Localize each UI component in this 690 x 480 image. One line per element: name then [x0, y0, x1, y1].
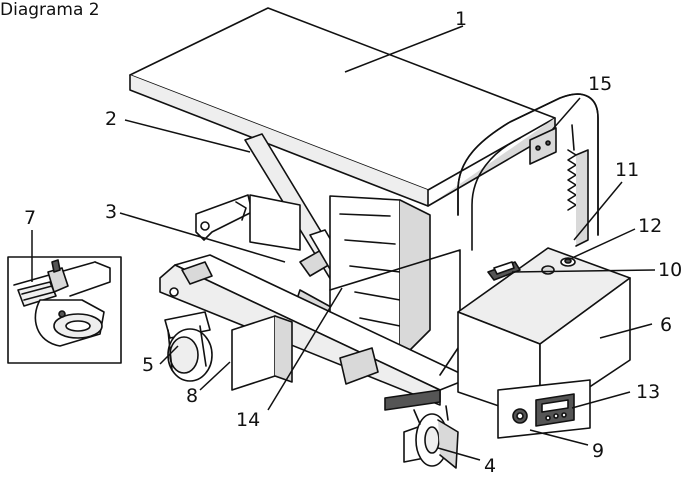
callout-7: 7 — [24, 207, 36, 229]
callout-14: 14 — [236, 409, 260, 431]
rear-bracket — [195, 194, 253, 241]
hydraulic-cylinder — [249, 194, 431, 361]
callout-15: 15 — [588, 73, 612, 95]
callout-10: 10 — [658, 259, 682, 281]
push-handle — [457, 93, 599, 251]
callout-4: 4 — [484, 455, 496, 475]
battery-box — [231, 315, 379, 391]
callout-9: 9 — [592, 440, 604, 462]
callout-2: 2 — [105, 108, 117, 130]
callout-1: 1 — [455, 8, 467, 30]
callout-13: 13 — [636, 381, 660, 403]
front-caster — [384, 389, 459, 469]
callout-11: 11 — [615, 159, 639, 181]
charger-box — [497, 379, 591, 439]
leader-lines — [31, 25, 656, 461]
callouts: 1 2 3 4 5 6 7 8 9 10 11 12 13 14 15 — [24, 8, 682, 477]
wheel-brake-detail-inset — [7, 256, 122, 364]
callout-12: 12 — [638, 215, 662, 237]
callout-5: 5 — [142, 354, 154, 376]
callout-8: 8 — [186, 385, 198, 407]
platform-top — [129, 7, 556, 207]
rear-caster — [164, 311, 213, 382]
callout-6: 6 — [660, 314, 672, 336]
callout-3: 3 — [105, 201, 117, 223]
diagram-title: Diagrama 2 — [0, 0, 100, 20]
